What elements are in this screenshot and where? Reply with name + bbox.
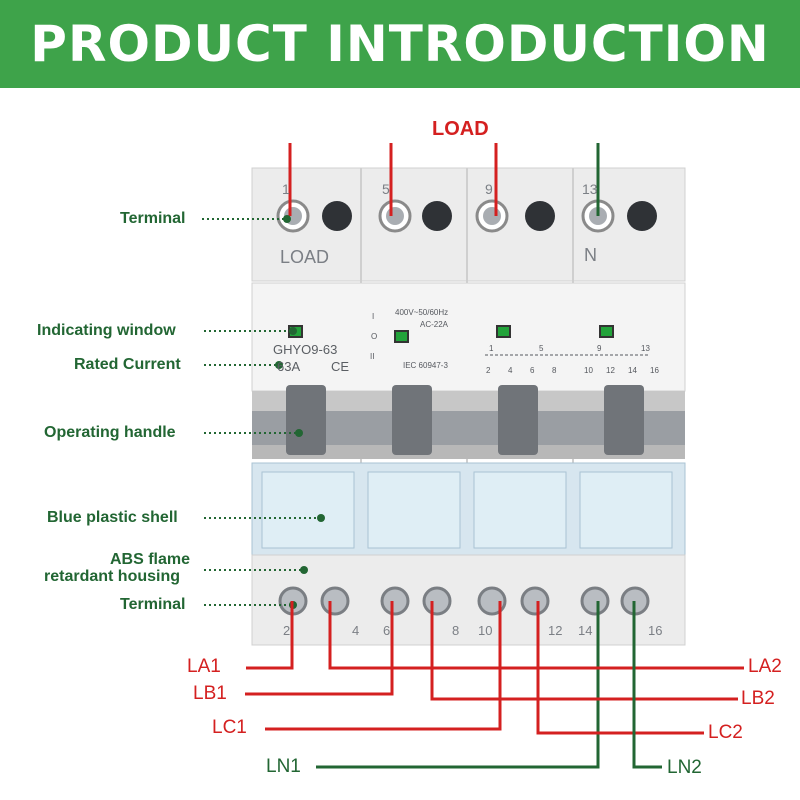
schematic-bottom-4: 4: [508, 366, 513, 375]
load-marking: LOAD: [280, 247, 330, 267]
wire-label-la2: LA2: [748, 656, 782, 677]
n-marking: N: [584, 245, 597, 265]
front-panel: [251, 282, 686, 392]
schematic-top-1: 1: [489, 344, 494, 353]
ce-mark: CE: [331, 359, 350, 374]
wire-label-ln1: LN1: [266, 756, 301, 777]
load-wires: [288, 143, 600, 216]
schematic-bottom-12: 12: [606, 366, 615, 375]
schematic-bottom-16: 16: [650, 366, 659, 375]
switch-mark-ii: II: [370, 352, 375, 361]
handle-upper: [252, 391, 685, 411]
spec-voltage: 400V~50/60Hz: [395, 308, 449, 317]
output-wires: [245, 601, 744, 769]
top-number-9: 9: [485, 181, 493, 197]
schematic-top-5: 5: [539, 344, 544, 353]
wire-label-lb2: LB2: [741, 688, 775, 709]
title-banner: [0, 0, 800, 88]
callout-terminal-bottom: Terminal: [120, 596, 186, 613]
handle-grips: [286, 385, 644, 455]
top-terminal-housing: [251, 167, 686, 282]
standard-text: IEC 60947-3: [403, 361, 448, 370]
callout-rated-current: Rated Current: [74, 356, 181, 373]
load-label: LOAD: [432, 118, 489, 140]
model-number: GHYO9-63: [273, 342, 338, 357]
callout-abs-line2: retardant housing: [44, 568, 181, 585]
bottom-number-8: 8: [452, 623, 460, 638]
top-number-5: 5: [382, 181, 390, 197]
top-terminal-screws: [276, 199, 657, 233]
wire-label-la1: LA1: [187, 656, 221, 677]
callout-abs-line1: ABS flame: [110, 551, 191, 568]
bottom-number-4: 4: [352, 623, 360, 638]
schematic-top-9: 9: [597, 344, 602, 353]
schematic-top-13: 13: [641, 344, 650, 353]
wire-label-lc2: LC2: [708, 722, 743, 743]
callout-leaders: [202, 218, 318, 606]
switch-mark-i: I: [372, 312, 375, 321]
top-number-13: 13: [582, 181, 598, 197]
schematic-bottom-10: 10: [584, 366, 593, 375]
callout-operating-handle: Operating handle: [44, 424, 176, 441]
callout-indicating-window: Indicating window: [37, 322, 176, 339]
switch-mark-o: O: [371, 332, 378, 341]
schematic-bottom-6: 6: [530, 366, 535, 375]
callout-blue-shell: Blue plastic shell: [47, 509, 178, 526]
callout-dots: [275, 215, 325, 609]
handle-lower: [252, 445, 685, 459]
rating-value: 63A: [277, 359, 301, 374]
schematic-bottom-2: 2: [486, 366, 491, 375]
wire-label-ln2: LN2: [667, 757, 702, 778]
bottom-number-12: 12: [548, 623, 563, 638]
page-title: PRODUCT INTRODUCTION: [30, 15, 770, 73]
abs-housing: [251, 554, 686, 646]
schematic-bottom-14: 14: [628, 366, 637, 375]
bottom-number-14: 14: [578, 623, 593, 638]
spec-category: AC-22A: [420, 320, 449, 329]
callout-terminal-top: Terminal: [120, 210, 186, 227]
schematic-bottom-8: 8: [552, 366, 557, 375]
wire-label-lc1: LC1: [212, 717, 247, 738]
wire-label-lb1: LB1: [193, 683, 227, 704]
bottom-number-6: 6: [383, 623, 391, 638]
bottom-number-10: 10: [478, 623, 493, 638]
bottom-number-16: 16: [648, 623, 663, 638]
bottom-number-2: 2: [283, 623, 291, 638]
top-number-1: 1: [282, 181, 290, 197]
